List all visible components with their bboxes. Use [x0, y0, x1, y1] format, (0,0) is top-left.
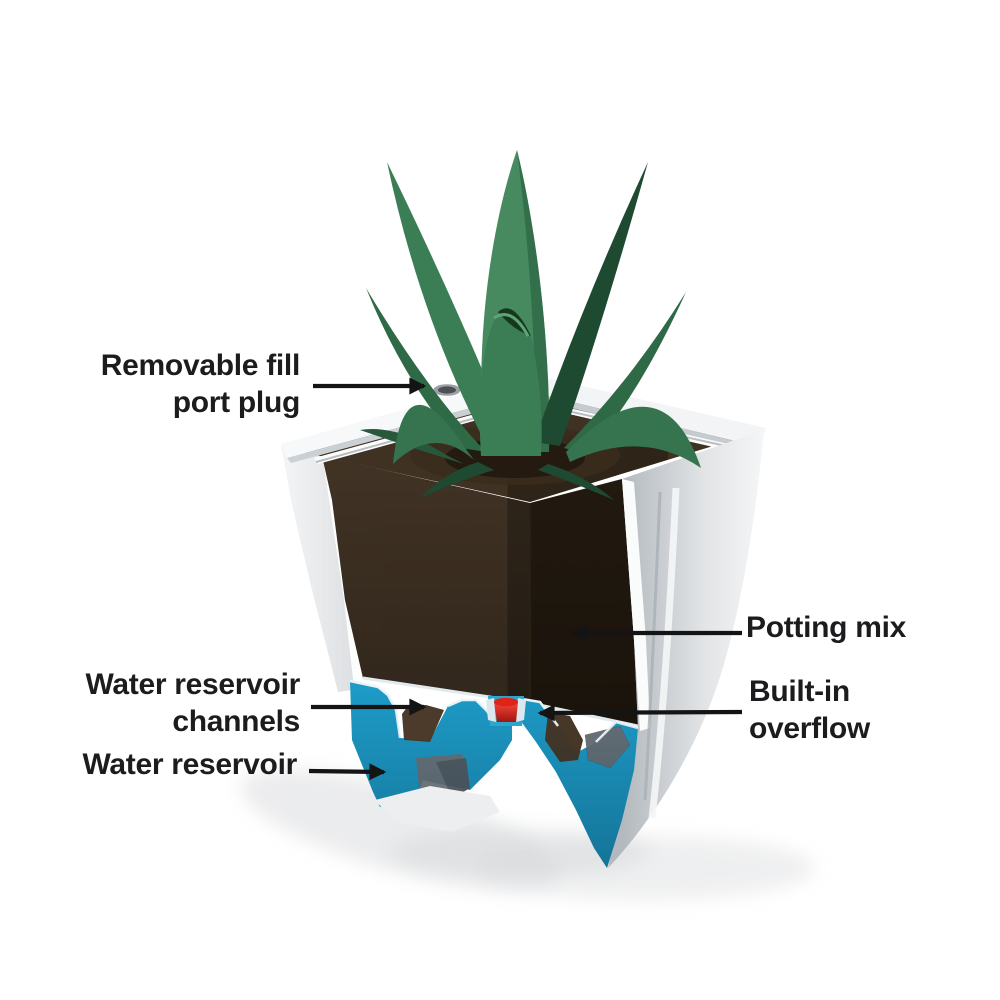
fill-port-hole	[438, 386, 456, 394]
ground-shadow	[240, 769, 815, 900]
overflow-cradle-left	[486, 698, 496, 722]
overflow-arrow	[537, 704, 743, 722]
pot-right-wall	[608, 430, 764, 868]
reservoir-right-shading	[516, 698, 638, 868]
leaf-upper-right	[534, 162, 648, 446]
label-removable-fill-port-plug: Removable fill port plug	[100, 349, 301, 419]
overflow-plug-body	[494, 702, 518, 722]
label-potting-mix: Potting mix	[746, 611, 907, 644]
leaf-front-left	[420, 462, 494, 498]
water-reservoir-cross-section	[349, 679, 639, 868]
overflow-cradle-right	[516, 698, 526, 722]
leaf-low-right	[566, 406, 701, 468]
shell-bottom-sliver	[375, 786, 500, 832]
leaf-trunk	[479, 312, 542, 456]
leaf-front-right	[538, 464, 614, 500]
leaf-center-shade	[517, 150, 550, 452]
right-wall-highlight	[648, 487, 680, 819]
right-wall-cut-edge	[622, 479, 650, 731]
overflow-plug-top	[494, 697, 518, 707]
reservoir-left-shading	[350, 681, 512, 807]
agave-plant	[360, 150, 701, 500]
label-water-reservoir: Water reservoir	[82, 748, 298, 781]
label-water-reservoir-channels: Water reservoir channels	[85, 668, 301, 738]
right-wall-groove	[643, 491, 662, 801]
callout-arrows	[308, 377, 743, 781]
water-reservoir-arrow	[308, 763, 387, 781]
leaf-low-left	[393, 404, 474, 464]
fill-port	[433, 384, 461, 396]
leaf-mid-right	[564, 292, 686, 454]
shadow-center	[390, 828, 650, 876]
leaf-trunk-curl-highlight	[493, 313, 530, 337]
left-wall-face	[281, 445, 362, 692]
label-built-in-overflow: Built-in overflow	[749, 675, 870, 745]
overflow-plug	[486, 696, 526, 726]
